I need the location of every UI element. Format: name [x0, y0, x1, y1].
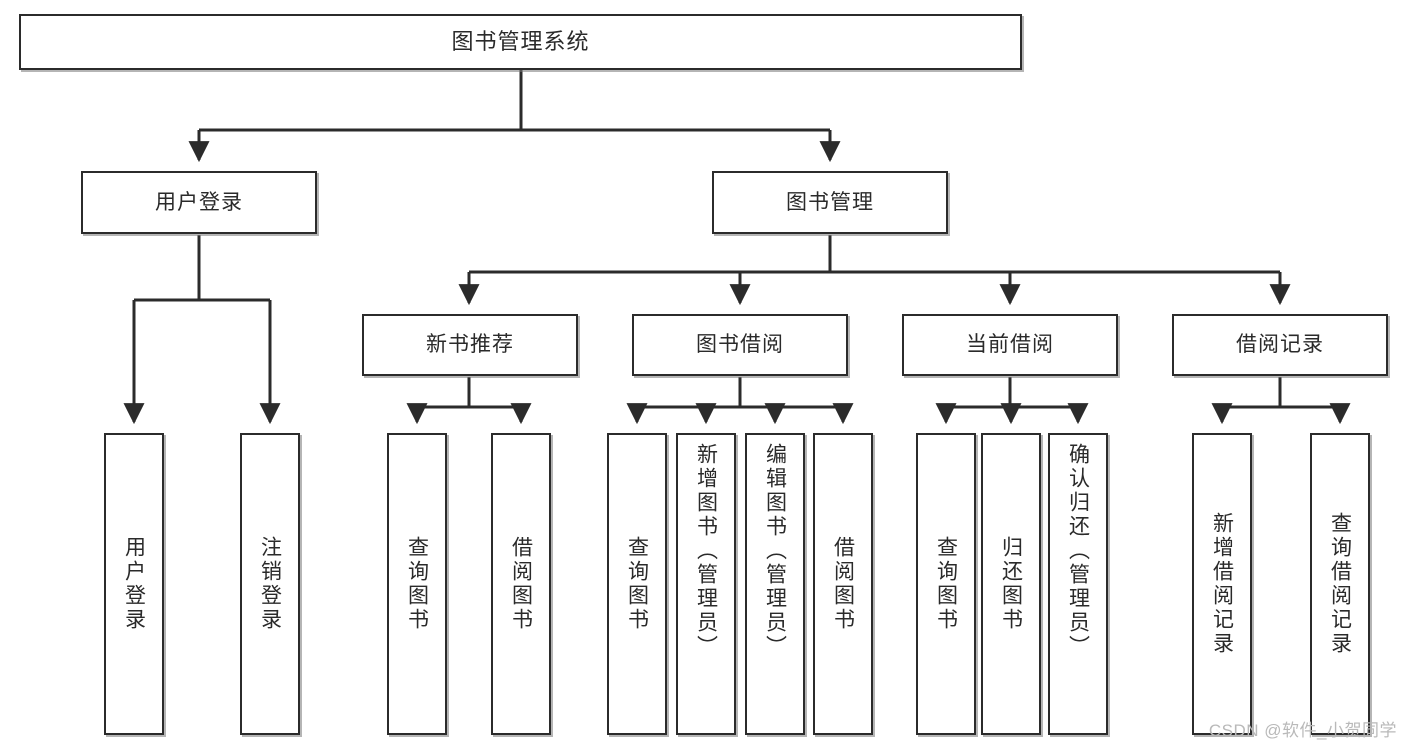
leaf-user-login-login-label: 用户登录	[122, 536, 146, 632]
node-current-borrow[interactable]: 当前借阅	[902, 314, 1118, 376]
leaf-borrow-add-book-admin[interactable]: 新增图书（管理员）	[676, 433, 736, 735]
leaf-record-add-record-label: 新增借阅记录	[1210, 512, 1234, 656]
csdn-watermark: CSDN @软件_小贺同学	[1208, 721, 1397, 740]
leaf-newbook-borrow-book-label: 借阅图书	[509, 536, 533, 632]
node-borrow-record-label: 借阅记录	[1236, 333, 1324, 357]
node-user-login-label: 用户登录	[155, 190, 243, 214]
leaf-borrow-edit-book-admin[interactable]: 编辑图书（管理员）	[745, 433, 805, 735]
node-book-management[interactable]: 图书管理	[712, 171, 948, 234]
leaf-current-confirm-return-admin[interactable]: 确认归还（管理员）	[1048, 433, 1108, 735]
leaf-newbook-query-book-label: 查询图书	[405, 536, 429, 632]
leaf-newbook-query-book[interactable]: 查询图书	[387, 433, 447, 735]
node-new-book-recommend-label: 新书推荐	[426, 333, 514, 357]
leaf-borrow-query-book-label: 查询图书	[625, 536, 649, 632]
leaf-record-query-record[interactable]: 查询借阅记录	[1310, 433, 1370, 735]
node-root-system[interactable]: 图书管理系统	[19, 14, 1022, 70]
node-borrow-record[interactable]: 借阅记录	[1172, 314, 1388, 376]
leaf-borrow-edit-book-admin-label: 编辑图书（管理员）	[763, 443, 787, 659]
leaf-current-return-book-label: 归还图书	[999, 536, 1023, 632]
leaf-current-return-book[interactable]: 归还图书	[981, 433, 1041, 735]
node-root-system-label: 图书管理系统	[451, 28, 590, 54]
leaf-user-login-login[interactable]: 用户登录	[104, 433, 164, 735]
node-user-login[interactable]: 用户登录	[81, 171, 317, 234]
leaf-user-login-logout-label: 注销登录	[258, 536, 282, 632]
leaf-newbook-borrow-book[interactable]: 借阅图书	[491, 433, 551, 735]
leaf-borrow-add-book-admin-label: 新增图书（管理员）	[694, 443, 718, 659]
leaf-current-query-book[interactable]: 查询图书	[916, 433, 976, 735]
leaf-record-query-record-label: 查询借阅记录	[1328, 512, 1352, 656]
node-book-borrow-label: 图书借阅	[696, 333, 784, 357]
leaf-record-add-record[interactable]: 新增借阅记录	[1192, 433, 1252, 735]
leaf-user-login-logout[interactable]: 注销登录	[240, 433, 300, 735]
node-new-book-recommend[interactable]: 新书推荐	[362, 314, 578, 376]
leaf-current-confirm-return-admin-label: 确认归还（管理员）	[1066, 443, 1090, 659]
leaf-borrow-borrow-book-label: 借阅图书	[831, 536, 855, 632]
node-current-borrow-label: 当前借阅	[966, 333, 1054, 357]
leaf-borrow-borrow-book[interactable]: 借阅图书	[813, 433, 873, 735]
node-book-borrow[interactable]: 图书借阅	[632, 314, 848, 376]
leaf-borrow-query-book[interactable]: 查询图书	[607, 433, 667, 735]
leaf-current-query-book-label: 查询图书	[934, 536, 958, 632]
node-book-management-label: 图书管理	[786, 190, 874, 214]
